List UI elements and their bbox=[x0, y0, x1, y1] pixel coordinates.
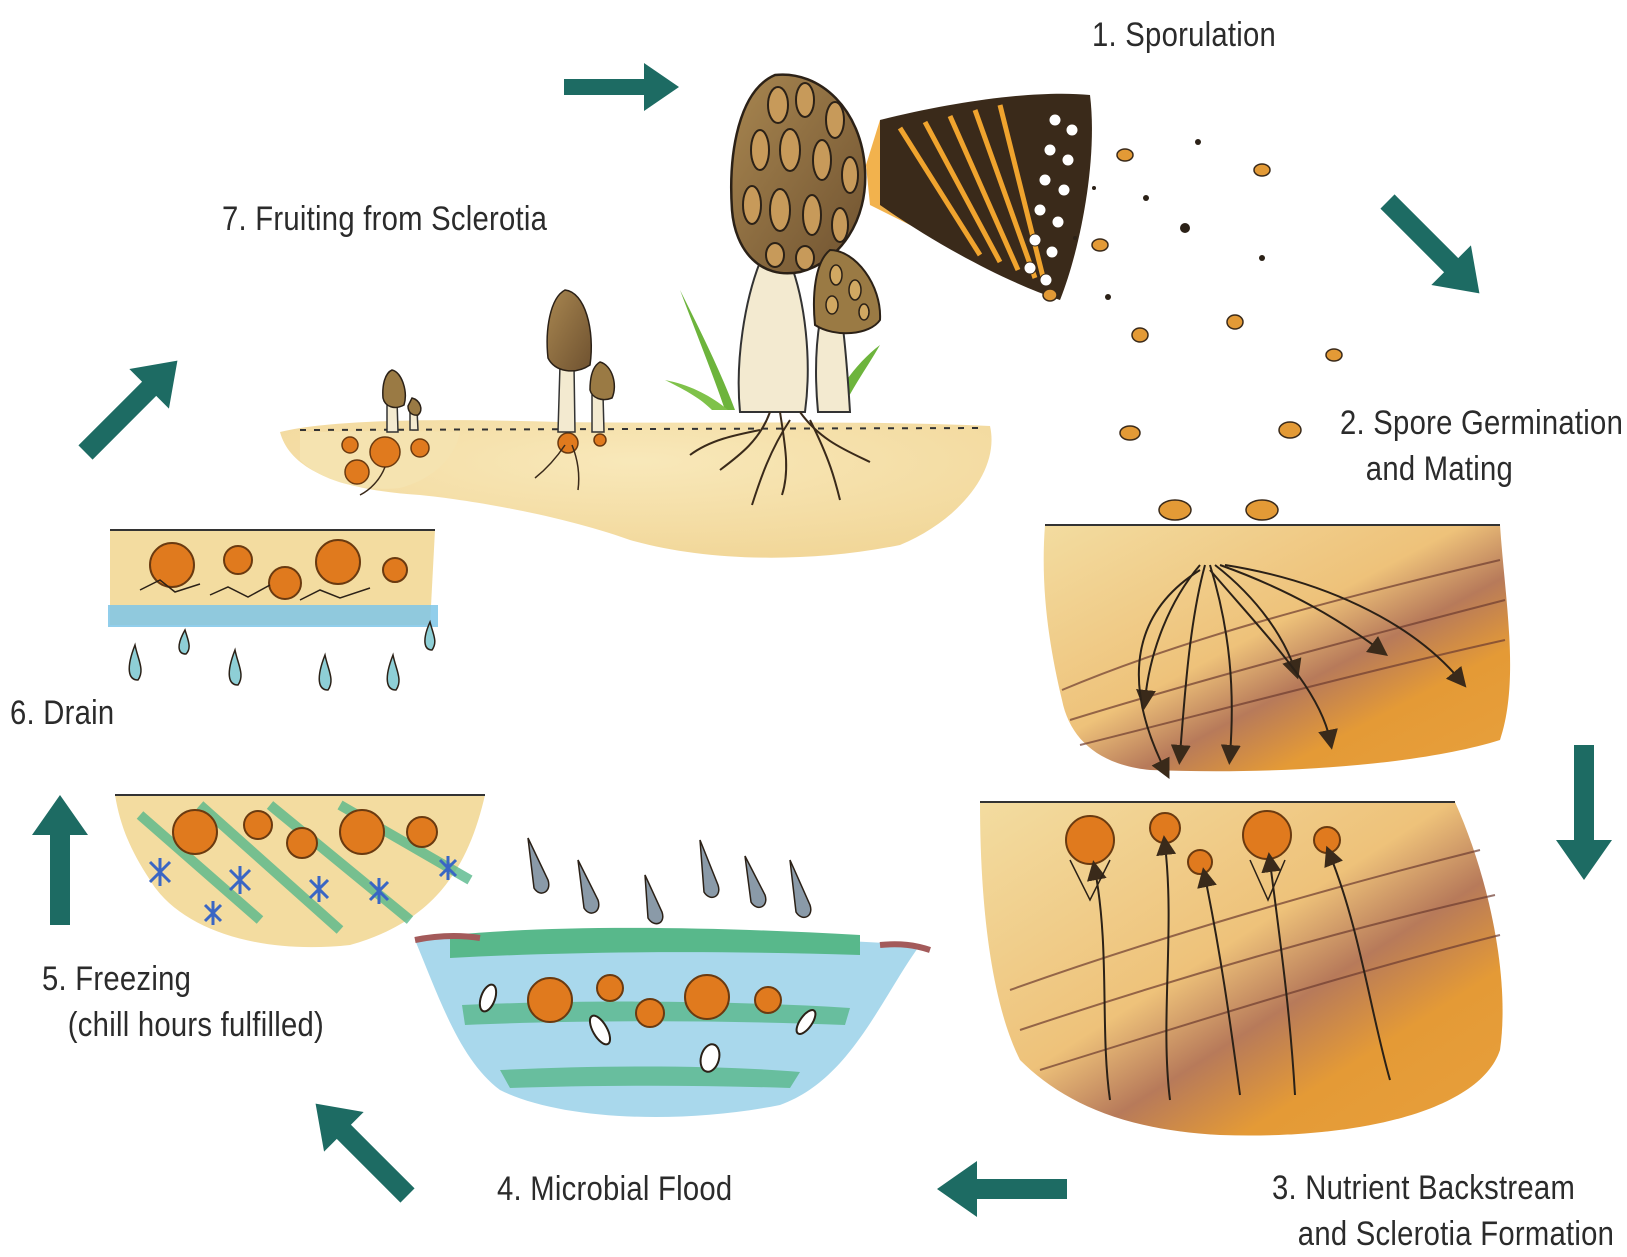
label-backstream-line2: and Sclerotia Formation bbox=[1272, 1211, 1614, 1257]
flood-illustration bbox=[415, 838, 930, 1117]
sporulation-illustration bbox=[280, 75, 1342, 558]
label-drain: 6. Drain bbox=[10, 690, 114, 736]
drain-illustration bbox=[108, 530, 438, 690]
arrow-drain-to-fruiting bbox=[66, 341, 198, 473]
arrow-freezing-to-drain bbox=[32, 795, 88, 925]
arrow-flood-to-freezing bbox=[296, 1084, 428, 1216]
label-germination-line2: and Mating bbox=[1340, 446, 1623, 492]
label-germination: 2. Spore Germination and Mating bbox=[1340, 400, 1623, 492]
label-backstream: 3. Nutrient Backstream and Sclerotia For… bbox=[1272, 1165, 1614, 1257]
label-germination-line1: 2. Spore Germination bbox=[1340, 400, 1623, 446]
arrow-germination-to-backstream bbox=[1556, 745, 1612, 880]
label-flood-line1: 4. Microbial Flood bbox=[497, 1166, 732, 1212]
label-freezing-line2: (chill hours fulfilled) bbox=[42, 1002, 324, 1048]
label-flood: 4. Microbial Flood bbox=[497, 1166, 732, 1212]
label-fruiting-line1: 7. Fruiting from Sclerotia bbox=[222, 196, 547, 242]
arrow-sporulation-to-germination bbox=[1368, 182, 1500, 314]
label-freezing-line1: 5. Freezing bbox=[42, 956, 324, 1002]
germination-illustration bbox=[1044, 500, 1510, 771]
arrow-backstream-to-flood bbox=[937, 1161, 1067, 1217]
label-drain-line1: 6. Drain bbox=[10, 690, 114, 736]
backstream-illustration bbox=[980, 802, 1503, 1136]
freezing-illustration bbox=[115, 795, 485, 947]
label-freezing: 5. Freezing (chill hours fulfilled) bbox=[42, 956, 324, 1048]
label-sporulation-line1: 1. Sporulation bbox=[1092, 12, 1276, 58]
label-sporulation: 1. Sporulation bbox=[1092, 12, 1276, 58]
arrow-into-sporulation bbox=[564, 63, 679, 111]
label-backstream-line1: 3. Nutrient Backstream bbox=[1272, 1165, 1614, 1211]
label-fruiting: 7. Fruiting from Sclerotia bbox=[222, 196, 547, 242]
